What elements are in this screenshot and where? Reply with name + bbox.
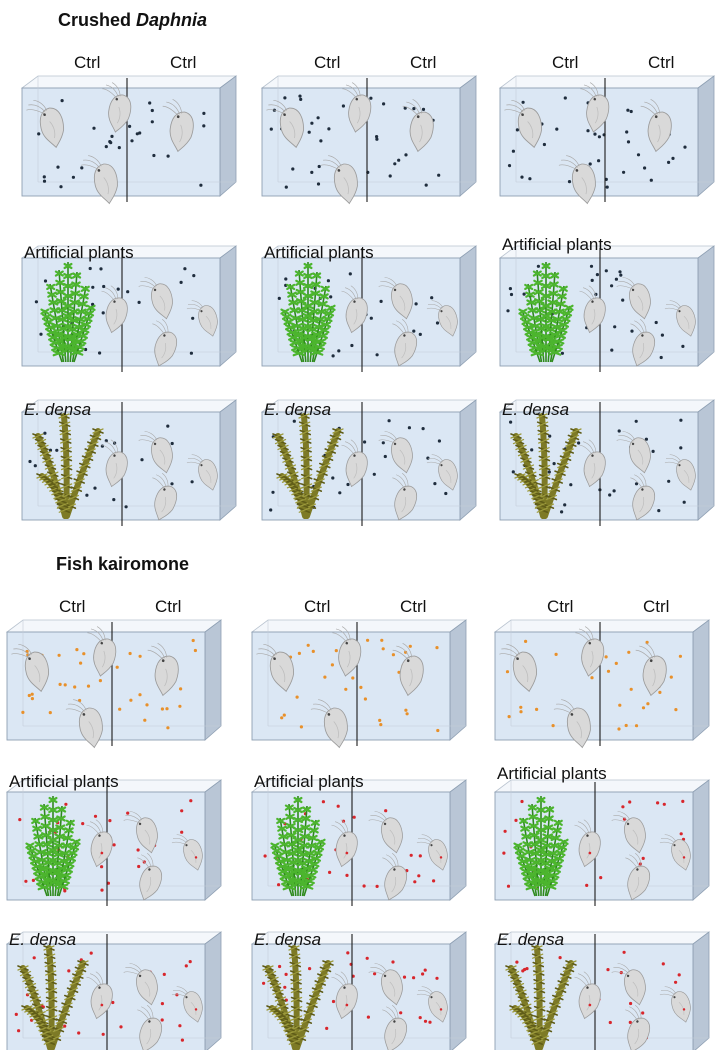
tank-artificial-3 [495,780,709,906]
section-title: Crushed Daphnia [58,10,207,30]
tank-elodea-3 [495,932,709,1050]
ctrl-label-right: Ctrl [400,597,426,616]
ctrl-label-right: Ctrl [155,597,181,616]
tank-elodea-2 [252,932,466,1050]
ctrl-label-left: Ctrl [552,53,578,72]
aquarium-tank [252,932,466,1050]
e-densa-label: E. densa [264,400,331,419]
tank-control-2 [252,620,466,751]
tank-artificial-1 [7,780,221,906]
ctrl-label-right: Ctrl [170,53,196,72]
e-densa-label: E. densa [497,930,564,949]
artificial-plants-label: Artificial plants [264,243,374,262]
ctrl-label-right: Ctrl [643,597,669,616]
artificial-plants-label: Artificial plants [502,235,612,254]
artificial-plants-label: Artificial plants [9,772,119,791]
e-densa-label: E. densa [502,400,569,419]
e-densa-label: E. densa [254,930,321,949]
tank-artificial-2 [252,780,466,906]
ctrl-label-left: Ctrl [74,53,100,72]
tank-control-2 [262,76,476,207]
tank-artificial-2 [262,246,476,372]
tank-elodea-1 [7,932,221,1050]
section-title: Fish kairomone [56,554,189,574]
tank-control-1 [22,76,236,207]
ctrl-label-right: Ctrl [648,53,674,72]
ctrl-label-left: Ctrl [59,597,85,616]
ctrl-label-left: Ctrl [547,597,573,616]
ctrl-label-left: Ctrl [314,53,340,72]
tank-artificial-3 [500,246,714,372]
e-densa-label: E. densa [24,400,91,419]
aquarium-tank [7,932,221,1050]
tank-control-1 [7,620,221,751]
tank-control-3 [495,620,709,751]
aquarium-tank [495,932,709,1050]
artificial-plants-label: Artificial plants [24,243,134,262]
ctrl-label-right: Ctrl [410,53,436,72]
artificial-plants-label: Artificial plants [254,772,364,791]
tank-artificial-1 [22,246,236,372]
ctrl-label-left: Ctrl [304,597,330,616]
e-densa-label: E. densa [9,930,76,949]
tank-control-3 [500,76,714,207]
artificial-plants-label: Artificial plants [497,764,607,783]
